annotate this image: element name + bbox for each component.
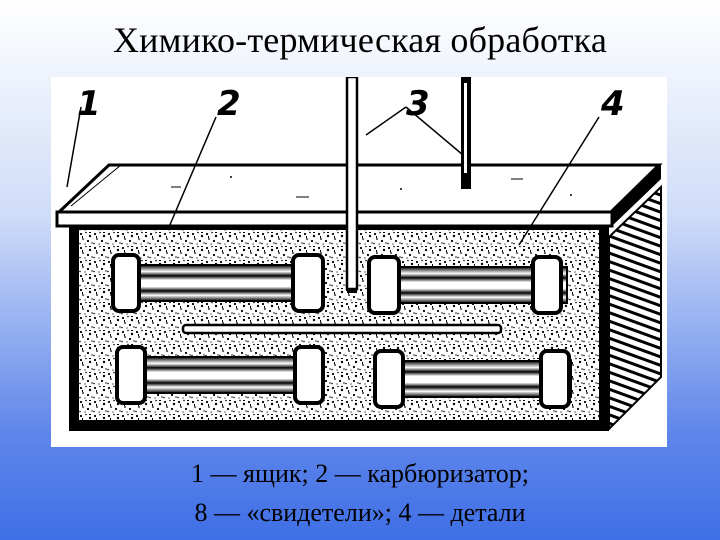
part-bottom-left (115, 345, 325, 405)
callout-labels: 1 2 3 4 (77, 84, 625, 124)
callout-label-2: 2 (217, 84, 241, 124)
callout-label-3: 3 (406, 84, 430, 124)
caption-line-1: 1 — ящик; 2 — карбюризатор; (191, 459, 529, 488)
part-bottom-right (373, 349, 572, 409)
witness-rod-right (461, 77, 471, 189)
part-top-left (111, 253, 325, 313)
caption-line-2: 8 — «свидетели»; 4 — детали (194, 498, 526, 527)
callout-label-4: 4 (600, 84, 625, 124)
witness-rod-left (345, 77, 359, 293)
box-side-face (608, 184, 662, 432)
slide-title: Химико-термическая обработка (112, 20, 607, 60)
callout-label-1: 1 (77, 84, 101, 124)
box-lid (55, 163, 663, 228)
callout-leaders (66, 106, 600, 246)
part-top-right (367, 255, 568, 315)
carburizing-box-illustration: 1 2 3 4 (51, 77, 667, 447)
witness-rod-horizontal (181, 323, 503, 335)
